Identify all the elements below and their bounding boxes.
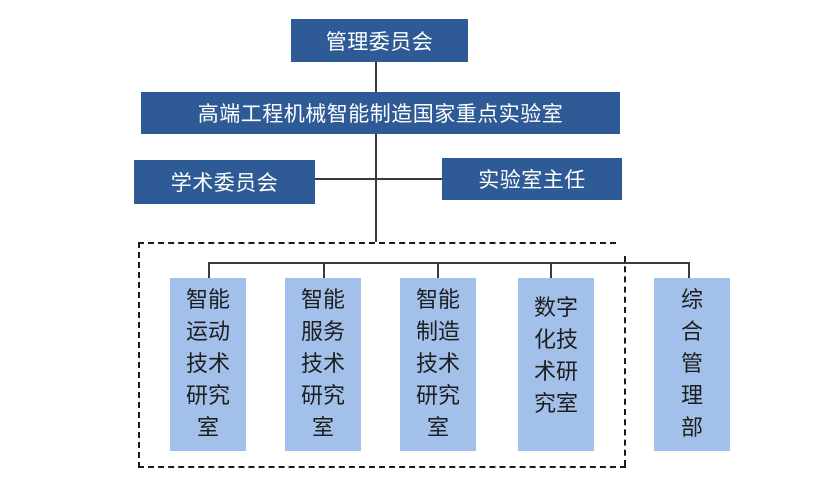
connector-unit-4 xyxy=(550,262,552,278)
connector-unit-1 xyxy=(208,262,210,278)
dashed-border-right xyxy=(624,256,626,466)
unit-box-digital-technology: 数字化技术研究室 xyxy=(518,278,594,451)
unit-box-intelligent-manufacturing: 智能制造技术研究室 xyxy=(400,278,476,451)
academic-committee-label: 学术委员会 xyxy=(170,171,279,195)
dashed-border-bottom xyxy=(138,466,626,468)
lab-name-label: 高端工程机械智能制造国家重点实验室 xyxy=(197,102,564,126)
academic-committee-box: 学术委员会 xyxy=(134,160,315,204)
lab-director-label: 实验室主任 xyxy=(478,168,586,192)
lab-name-box: 高端工程机械智能制造国家重点实验室 xyxy=(141,92,620,134)
connector-units-bus xyxy=(208,262,689,264)
dashed-border-top xyxy=(138,242,616,244)
connector-unit-2 xyxy=(323,262,325,278)
connector-unit-5 xyxy=(688,262,690,278)
unit-label: 智能制造技术研究室 xyxy=(415,287,460,441)
unit-box-general-management: 综合管理部 xyxy=(654,278,730,451)
connector-side-branch xyxy=(315,178,442,180)
unit-label: 综合管理部 xyxy=(680,287,703,441)
connector-top-trunk xyxy=(375,62,377,92)
lab-director-box: 实验室主任 xyxy=(442,158,622,200)
unit-box-intelligent-motion: 智能运动技术研究室 xyxy=(170,278,246,451)
connector-unit-3 xyxy=(437,262,439,278)
unit-label: 数字化技术研究室 xyxy=(533,295,578,417)
unit-box-intelligent-service: 智能服务技术研究室 xyxy=(285,278,361,451)
management-committee-label: 管理委员会 xyxy=(325,29,434,54)
dashed-border-left xyxy=(138,242,140,468)
management-committee-box: 管理委员会 xyxy=(291,19,468,62)
connector-main-trunk xyxy=(375,134,377,242)
unit-label: 智能运动技术研究室 xyxy=(185,287,230,441)
unit-label: 智能服务技术研究室 xyxy=(300,287,345,441)
